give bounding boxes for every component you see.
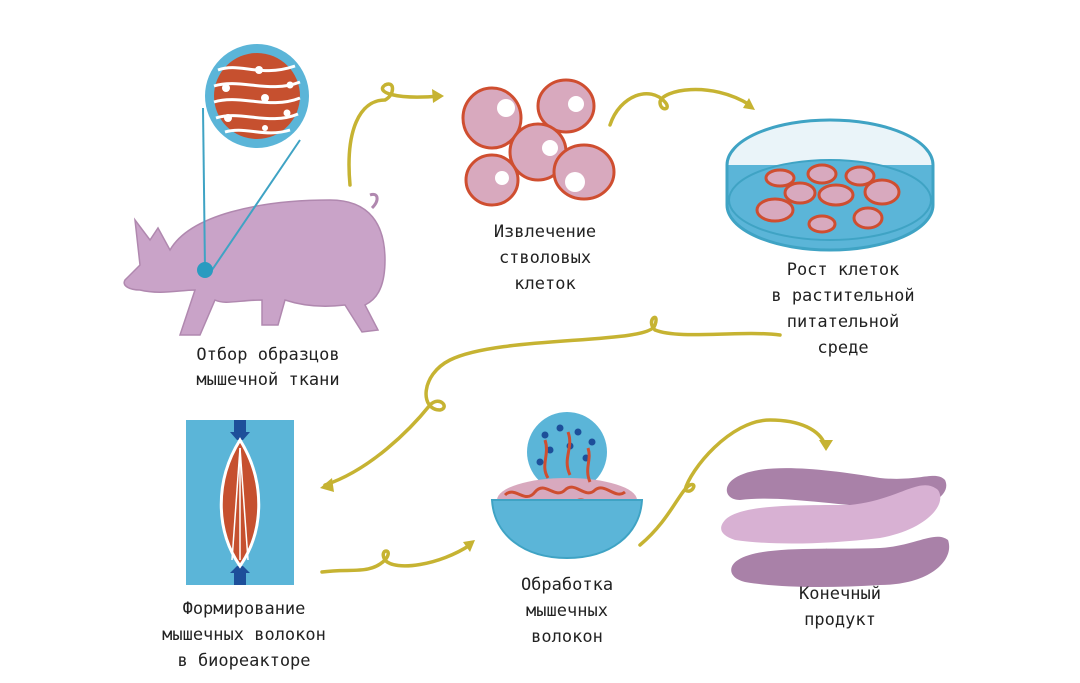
label-line: Извлечение bbox=[494, 222, 596, 242]
arrow-1-to-2 bbox=[347, 82, 444, 187]
label-line: мышечной ткани bbox=[196, 370, 339, 390]
pig-illustration bbox=[123, 192, 386, 336]
sausages-illustration bbox=[721, 468, 950, 587]
label-line: стволовых bbox=[499, 248, 591, 268]
label-line: среде bbox=[817, 338, 868, 358]
label-line: в растительной bbox=[771, 286, 914, 306]
arrow-3-to-4 bbox=[320, 315, 782, 492]
label-bioreactor: Формирование мышечных волокон в биореакт… bbox=[162, 599, 326, 671]
stem-cells-illustration bbox=[461, 78, 616, 207]
label-biopsy: Отбор образцов мышечной ткани bbox=[196, 345, 339, 390]
label-processing: Обработка мышечных волокон bbox=[521, 575, 613, 647]
label-line: продукт bbox=[804, 610, 876, 630]
label-product: Конечный продукт bbox=[799, 584, 881, 630]
petri-dish-illustration bbox=[725, 118, 935, 252]
bioreactor-illustration bbox=[186, 420, 294, 585]
label-line: Отбор образцов bbox=[196, 345, 339, 365]
arrow-5-to-6 bbox=[638, 418, 833, 547]
bowl-illustration bbox=[490, 412, 644, 560]
label-line: Конечный bbox=[799, 584, 881, 604]
label-line: Обработка bbox=[521, 575, 613, 595]
label-line: мышечных волокон bbox=[162, 625, 326, 645]
arrow-2-to-3 bbox=[608, 87, 755, 127]
label-growth: Рост клеток в растительной питательной с… bbox=[771, 260, 914, 358]
label-line: Формирование bbox=[183, 599, 306, 619]
arrow-4-to-5 bbox=[320, 540, 475, 574]
label-stem-cells: Извлечение стволовых клеток bbox=[494, 222, 596, 294]
label-line: Рост клеток bbox=[787, 260, 900, 280]
muscle-tissue-magnifier bbox=[197, 44, 309, 278]
label-line: волокон bbox=[531, 627, 603, 647]
label-line: мышечных bbox=[526, 601, 608, 621]
label-line: клеток bbox=[514, 274, 575, 294]
label-line: питательной bbox=[787, 312, 900, 332]
label-line: в биореакторе bbox=[177, 651, 310, 671]
